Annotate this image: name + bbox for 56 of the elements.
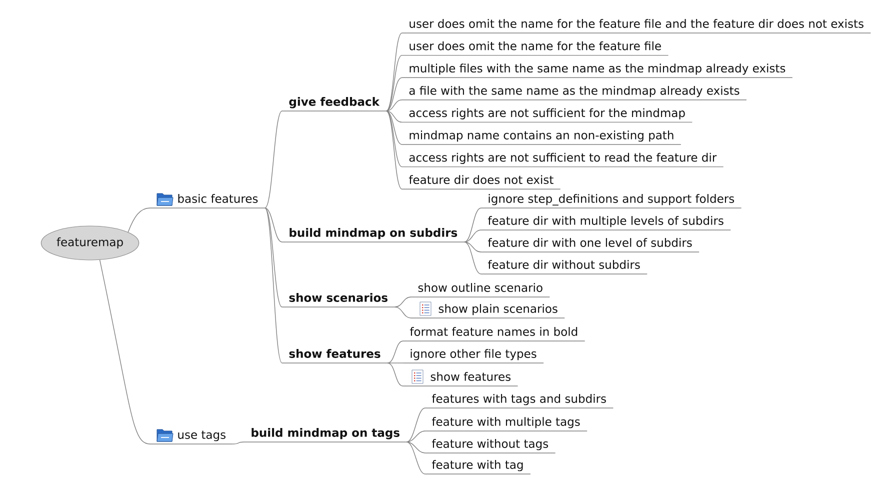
- branch-line: [232, 442, 244, 444]
- branch-line: [464, 230, 482, 242]
- topic-label: build mindmap on subdirs: [282, 228, 465, 242]
- topic-label: ignore other file types: [402, 349, 544, 364]
- branch-line: [386, 100, 402, 112]
- branch-line: [264, 208, 282, 364]
- topic-label: ignore step_definitions and support folders: [480, 194, 742, 208]
- branch-line: [386, 110, 402, 168]
- topic-label: give feedback: [282, 97, 387, 112]
- branch-line: [264, 208, 282, 242]
- branch-line: [264, 110, 282, 208]
- branch-line: [406, 442, 426, 454]
- branch-line: [387, 340, 404, 364]
- branch-line: [386, 32, 402, 112]
- branch-line: [406, 442, 426, 474]
- branch-line: [394, 296, 412, 308]
- branch-line: [386, 77, 402, 112]
- branch-line: [387, 362, 404, 364]
- branch-line: [386, 54, 402, 112]
- topic-label: multiple files with the same name as the mindmap already exists: [402, 64, 793, 78]
- branch-line: [387, 362, 404, 386]
- topic-label: basic features: [150, 194, 266, 208]
- topic-label: feature with multiple tags: [424, 417, 588, 432]
- topic-label: use tags: [150, 430, 234, 444]
- topic-label: show outline scenario: [410, 283, 550, 298]
- branch-line: [386, 110, 402, 145]
- branch-line: [464, 242, 482, 252]
- topic-label: user does omit the name for the feature file and the feature dir does not exists: [402, 19, 872, 34]
- topic-label: mindmap name contains an non-existing path: [402, 130, 682, 145]
- topic-label: feature with tag: [424, 460, 531, 474]
- topic-label: feature dir with multiple levels of subdirs: [480, 216, 731, 230]
- branch-line: [406, 430, 426, 442]
- branch-line: [394, 306, 412, 318]
- topic-label: format feature names in bold: [402, 327, 586, 342]
- topic-label: show features: [282, 349, 388, 364]
- topic-label: features with tags and subdirs: [424, 394, 614, 408]
- topic-label: a file with the same name as the mindmap already exists: [402, 86, 747, 100]
- topic-label: feature dir with one level of subdirs: [480, 238, 700, 252]
- topic-label: show plain scenarios: [410, 304, 565, 318]
- topic-label: feature without tags: [424, 439, 556, 454]
- topic-label: user does omit the name for the feature file: [402, 41, 669, 56]
- topic-label: feature dir without subdirs: [480, 260, 648, 274]
- branch-line: [464, 208, 482, 242]
- branch-line: [406, 408, 426, 442]
- branch-line: [464, 242, 482, 274]
- branch-line: [386, 110, 402, 123]
- branch-line: [386, 110, 402, 190]
- topic-label: feature dir does not exist: [402, 175, 561, 190]
- topic-label: show features: [402, 372, 518, 386]
- branch-line: [264, 208, 282, 308]
- topic-label: show scenarios: [282, 293, 396, 308]
- topic-label: access rights are not sufficient to read the feature dir: [402, 152, 724, 168]
- topic-label: build mindmap on tags: [244, 428, 408, 442]
- branch-line: [99, 260, 150, 444]
- topic-label: access rights are not sufficient for the mindmap: [402, 108, 693, 123]
- branch-line: [128, 208, 150, 232]
